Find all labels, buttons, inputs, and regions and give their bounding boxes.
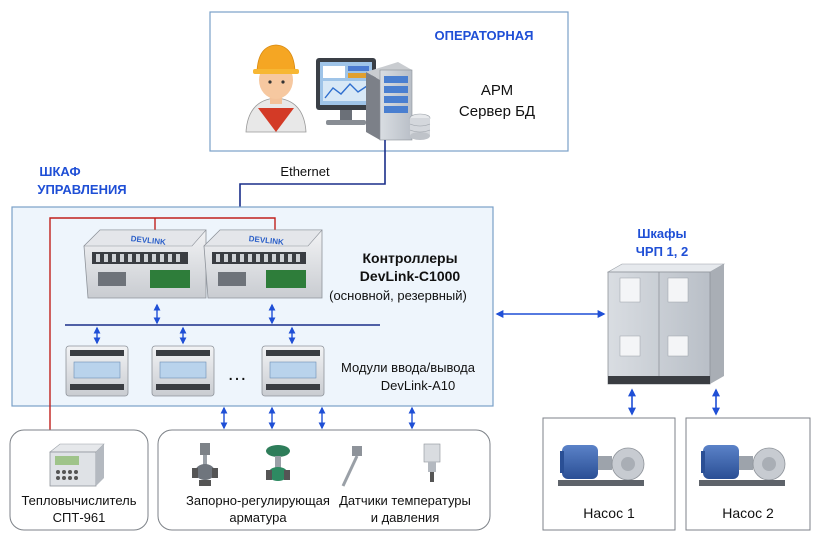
controller-main-brand: DEVLINK [130,234,166,247]
sensors-label-line1: Датчики температуры [339,493,471,508]
cabinet-field-links [220,406,416,430]
heat-calculator-label-line1: Тепловычислитель [21,493,136,508]
ethernet-link: Ethernet [239,140,386,207]
controllers-label-line3: (основной, резервный) [329,288,467,303]
io-modules-label-line2: DevLink-A10 [381,378,455,393]
controller-reserve: DEVLINK [203,229,323,299]
internal-bus [65,303,380,345]
valves-label-line1: Запорно-регулирующая [186,493,330,508]
vfd-pump-links [628,388,720,416]
pump-2-label: Насос 2 [722,505,774,521]
field-devices-panel: Запорно-регулирующая арматура Датчики те… [157,429,491,531]
cabinet-title-line1: ШКАФ [39,164,80,179]
operator-room-server-label: Сервер БД [459,103,535,120]
io-modules-ellipsis: … [227,363,247,385]
pump-2-icon [699,445,786,486]
controller-reserve-brand: DEVLINK [248,234,284,247]
controller-main: DEVLINK [83,229,207,299]
pump-1-panel: Насос 1 [542,417,676,531]
temperature-sensor-icon [341,446,362,487]
operator-room-panel: ОПЕРАТОРНАЯ АРМ Сервер БД [209,11,569,152]
control-valve-icon-2 [266,445,290,481]
monitor-icon [316,58,376,125]
io-module-3 [261,345,325,397]
pump-2-panel: Насос 2 [685,417,811,531]
sensors-label-line2: и давления [371,510,440,525]
vfd-label-line2: ЧРП 1, 2 [636,244,688,259]
io-modules-label-line1: Модули ввода/вывода [341,360,476,375]
server-icon [366,62,431,141]
heat-calculator-label-line2: СПТ-961 [53,510,106,525]
pump-1-icon [558,445,645,486]
pump-1-label: Насос 1 [583,505,635,521]
pressure-sensor-icon [423,443,441,482]
cabinet-title-line2: УПРАВЛЕНИЯ [37,182,126,197]
heat-calculator-panel: Тепловычислитель СПТ-961 [9,429,149,531]
operator-room-workstation-label: АРМ [481,82,513,99]
control-valve-icon-1 [192,443,218,486]
vfd-label-line1: Шкафы [637,226,686,241]
controllers-label-line1: Контроллеры [362,250,457,266]
vfd-cabinets [606,263,726,385]
operator-room-title: ОПЕРАТОРНАЯ [435,28,534,43]
controllers-label-line2: DevLink-C1000 [360,268,461,284]
ethernet-label: Ethernet [280,164,330,179]
operator-worker-icon [245,44,307,133]
io-module-1 [65,345,129,397]
io-module-2 [151,345,215,397]
heat-calculator-icon [49,443,105,487]
valves-label-line2: арматура [229,510,287,525]
